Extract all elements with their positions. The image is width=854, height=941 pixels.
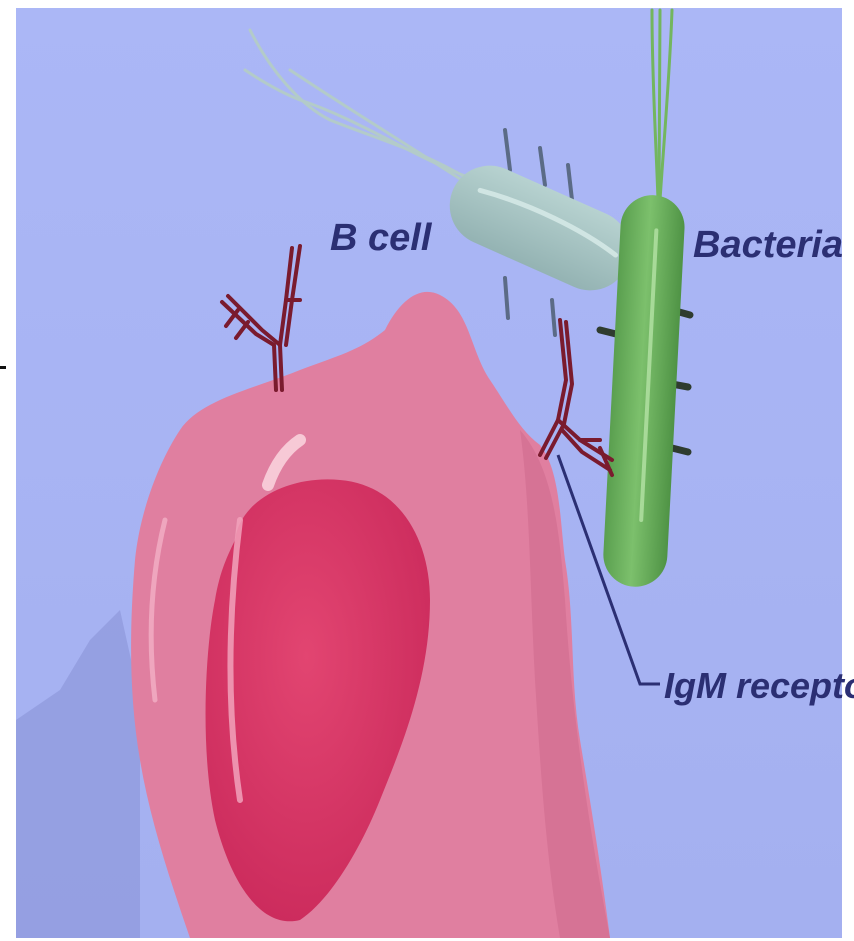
label-igm-receptor: IgM receptor xyxy=(664,665,854,706)
label-b-cell: B cell xyxy=(330,217,433,259)
edge-mark xyxy=(0,366,6,369)
label-bacteria: Bacteria xyxy=(693,224,843,266)
